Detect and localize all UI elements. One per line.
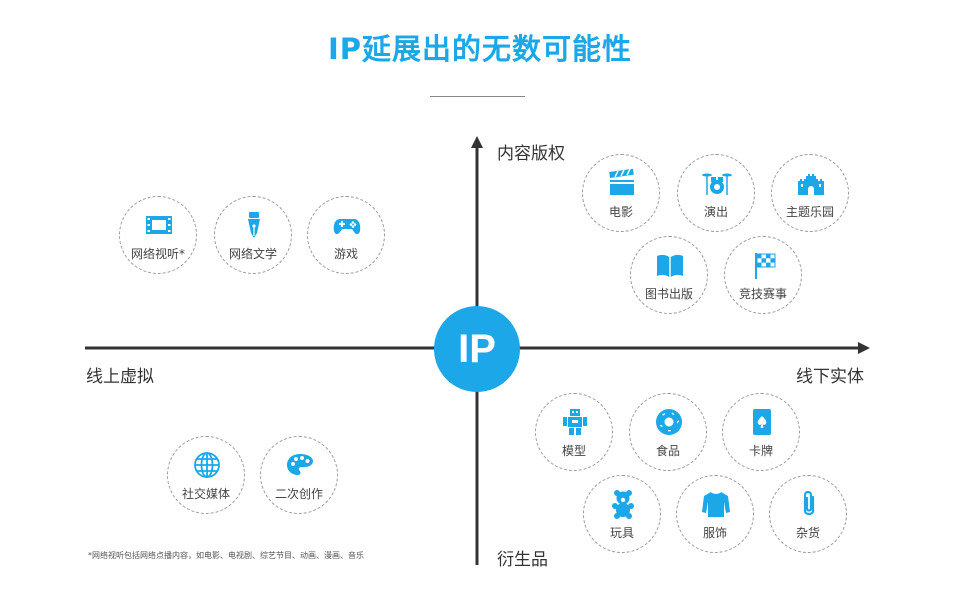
node-performance: 演出 bbox=[677, 154, 755, 232]
footnote: *网络视听包括网络点播内容，如电影、电视剧、综艺节目、动画、漫画、音乐 bbox=[88, 551, 364, 560]
node-label: 网络视听* bbox=[130, 247, 185, 261]
axis-label-content-rights: 内容版权 bbox=[497, 144, 565, 164]
node-label: 玩具 bbox=[609, 526, 634, 540]
axis-label-online-virtual: 线上虚拟 bbox=[86, 367, 154, 387]
node-label: 食品 bbox=[655, 444, 680, 458]
node-label: 服饰 bbox=[702, 526, 727, 540]
node-book-publishing: 图书出版 bbox=[630, 236, 708, 314]
donut-icon bbox=[656, 409, 682, 435]
checkered-flag-icon bbox=[755, 253, 776, 279]
pen-nib-icon bbox=[248, 212, 260, 238]
node-label: 主题乐园 bbox=[785, 205, 834, 219]
axis-label-offline-physical: 线下实体 bbox=[796, 367, 864, 387]
ip-center-circle: IP bbox=[434, 306, 520, 392]
node-label: 社交媒体 bbox=[181, 487, 230, 501]
drum-kit-icon bbox=[702, 173, 732, 195]
open-book-icon bbox=[657, 254, 683, 277]
node-goods: 杂货 bbox=[769, 475, 847, 553]
node-fan-creation: 二次创作 bbox=[260, 436, 338, 514]
sweater-icon bbox=[702, 492, 730, 517]
teddy-bear-icon bbox=[612, 490, 634, 519]
castle-icon bbox=[798, 174, 824, 195]
axis-label-derivatives: 衍生品 bbox=[497, 550, 548, 570]
node-label: 杂货 bbox=[795, 526, 820, 540]
paperclip-icon bbox=[803, 490, 815, 516]
node-games: 游戏 bbox=[307, 196, 385, 274]
node-theme-park: 主题乐园 bbox=[771, 154, 849, 232]
node-film: 电影 bbox=[582, 154, 660, 232]
palette-icon bbox=[287, 454, 313, 475]
node-label: 网络文学 bbox=[228, 247, 277, 261]
node-online-literature: 网络文学 bbox=[214, 196, 292, 274]
node-online-video: 网络视听* bbox=[119, 196, 197, 274]
playing-card-icon bbox=[753, 409, 771, 435]
node-label: 演出 bbox=[703, 205, 728, 219]
node-apparel: 服饰 bbox=[676, 475, 754, 553]
up-arrowhead bbox=[471, 136, 483, 148]
title-underline bbox=[430, 96, 525, 97]
node-label: 电影 bbox=[608, 205, 633, 219]
clapperboard-icon bbox=[609, 168, 634, 195]
node-social-media: 社交媒体 bbox=[167, 436, 245, 514]
node-label: 二次创作 bbox=[274, 487, 323, 501]
gamepad-icon bbox=[333, 219, 361, 235]
node-label: 竞技赛事 bbox=[738, 287, 787, 301]
node-competition: 竞技赛事 bbox=[724, 236, 802, 314]
node-label: 游戏 bbox=[333, 247, 358, 261]
node-cards: 卡牌 bbox=[722, 393, 800, 471]
robot-icon bbox=[563, 409, 587, 435]
page-title: IP延展出的无数可能性 bbox=[327, 32, 633, 66]
node-label: 模型 bbox=[561, 444, 586, 458]
globe-icon bbox=[194, 452, 220, 478]
node-label: 图书出版 bbox=[644, 287, 693, 301]
node-model: 模型 bbox=[535, 393, 613, 471]
node-label: 卡牌 bbox=[748, 444, 773, 458]
node-toys: 玩具 bbox=[583, 475, 661, 553]
node-food: 食品 bbox=[629, 393, 707, 471]
right-arrowhead bbox=[858, 342, 870, 354]
film-strip-icon bbox=[146, 216, 172, 234]
